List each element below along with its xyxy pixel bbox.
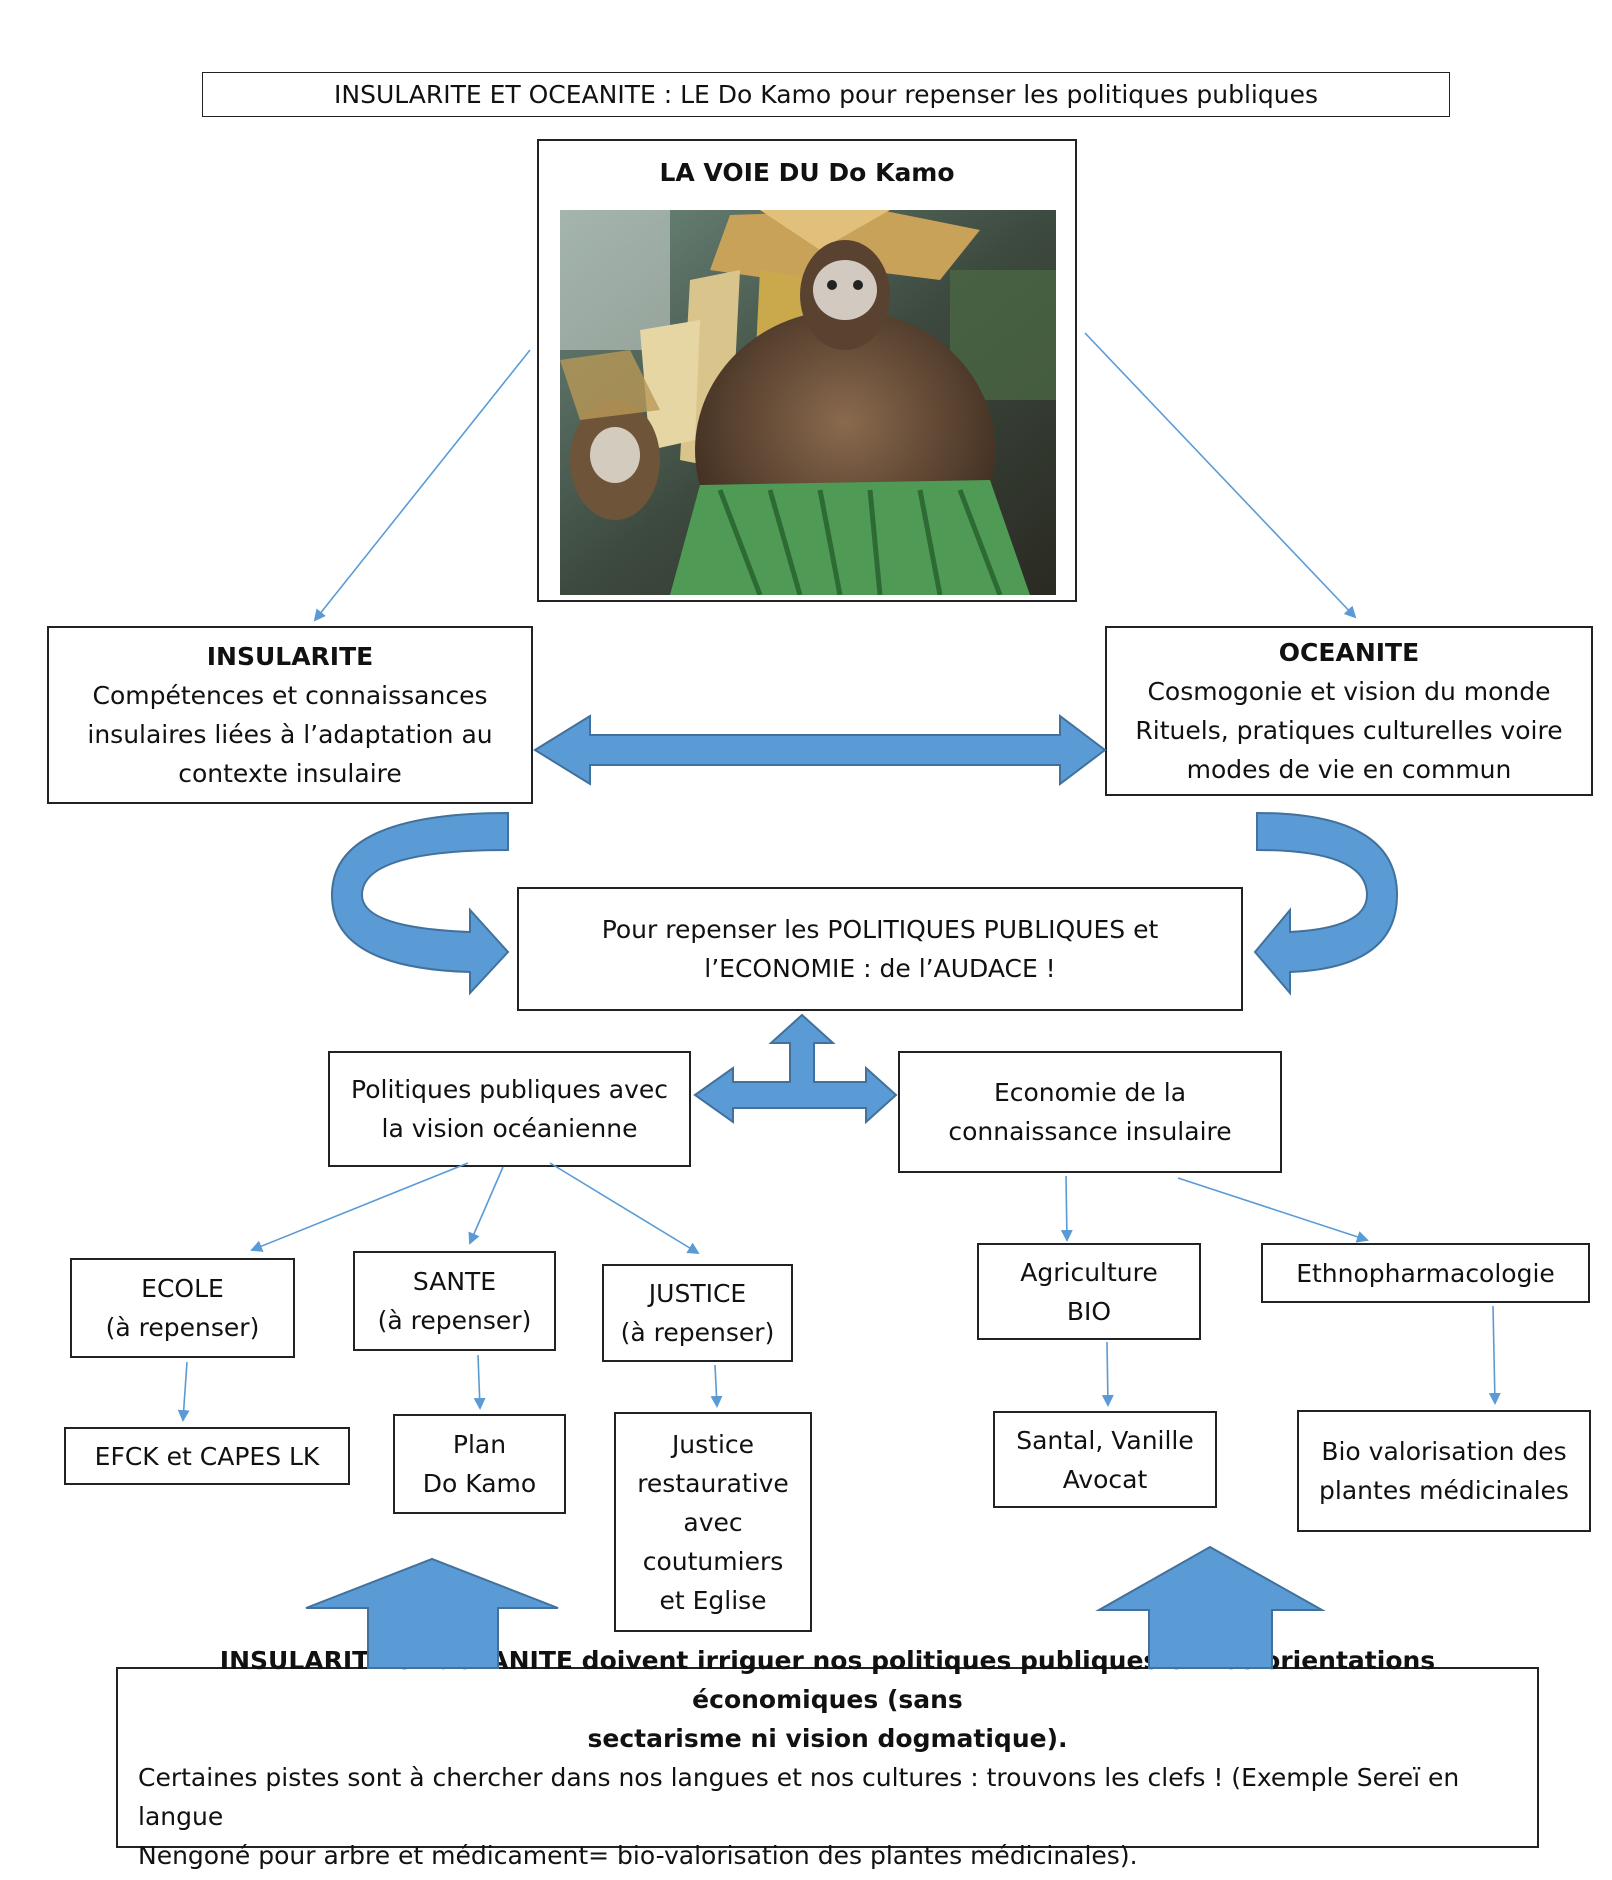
curved-arrow-left bbox=[330, 811, 510, 996]
bio-valo-box: Bio valorisation des plantes médicinales bbox=[1297, 1410, 1591, 1532]
oceanite-line: Rituels, pratiques culturelles voire bbox=[1135, 716, 1563, 745]
bottom-line: Nengoné pour arbre et médicament= bio-va… bbox=[138, 1840, 1138, 1870]
economie-line: Economie de la bbox=[993, 1078, 1187, 1107]
arrow-ethno-to-biovalo bbox=[1488, 1305, 1501, 1405]
justice-box: JUSTICE (à repenser) bbox=[602, 1264, 793, 1362]
insularite-line: contexte insulaire bbox=[178, 759, 402, 788]
agriculture-line: Agriculture bbox=[1020, 1257, 1158, 1287]
arrow-economie-to-agriculture bbox=[1060, 1175, 1073, 1242]
center-box: Pour repenser les POLITIQUES PUBLIQUES e… bbox=[517, 887, 1243, 1011]
agriculture-box: Agriculture BIO bbox=[977, 1243, 1201, 1340]
double-arrow-insularite-oceanite bbox=[533, 713, 1107, 787]
t-arrow-politiques-economie-center bbox=[693, 1013, 898, 1125]
insularite-box: INSULARITE Compétences et connaissances … bbox=[47, 626, 533, 804]
insularite-title: INSULARITE bbox=[206, 642, 374, 671]
sante-line: SANTE bbox=[412, 1267, 497, 1296]
efck-line: EFCK et CAPES LK bbox=[94, 1441, 320, 1471]
bottom-note-box: INSULARITE et OCEANITE doivent irriguer … bbox=[116, 1646, 1539, 1870]
bio-valo-line: plantes médicinales bbox=[1319, 1476, 1569, 1505]
politiques-line: Politiques publiques avec bbox=[351, 1075, 668, 1104]
arrow-economie-to-ethno bbox=[1177, 1177, 1369, 1243]
big-up-arrow-right bbox=[1095, 1545, 1326, 1669]
title: INSULARITE ET OCEANITE : LE Do Kamo pour… bbox=[334, 80, 1318, 109]
bio-valo-line: Bio valorisation des bbox=[1321, 1437, 1567, 1466]
sante-box: SANTE (à repenser) bbox=[353, 1251, 556, 1351]
efck-box: EFCK et CAPES LK bbox=[64, 1427, 350, 1485]
ecole-line: ECOLE bbox=[141, 1274, 224, 1303]
thin-arrows bbox=[177, 332, 1501, 1422]
politiques-box: Politiques publiques avec la vision océa… bbox=[328, 1051, 691, 1167]
arrow-politiques-to-ecole bbox=[250, 1162, 469, 1252]
economie-line: connaissance insulaire bbox=[948, 1117, 1232, 1146]
photo-box-title: LA VOIE DU Do Kamo bbox=[659, 158, 955, 187]
arrow-photo-to-oceanite bbox=[1084, 332, 1357, 619]
santal-box: Santal, Vanille Avocat bbox=[993, 1411, 1217, 1508]
oceanite-box: OCEANITE Cosmogonie et vision du monde R… bbox=[1105, 626, 1593, 796]
arrow-politiques-to-justice bbox=[549, 1162, 700, 1255]
oceanite-line: modes de vie en commun bbox=[1186, 755, 1512, 784]
ethno-box: Ethnopharmacologie bbox=[1261, 1243, 1590, 1303]
arrow-politiques-to-sante bbox=[468, 1166, 504, 1245]
curved-arrow-right bbox=[1253, 811, 1399, 996]
ethno-line: Ethnopharmacologie bbox=[1296, 1258, 1555, 1288]
arrow-justice-to-resto bbox=[710, 1364, 723, 1408]
arrow-ecole-to-efck bbox=[177, 1361, 190, 1422]
center-line: l’ECONOMIE : de l’AUDACE ! bbox=[704, 954, 1056, 983]
arrow-agriculture-to-santal bbox=[1101, 1341, 1114, 1407]
santal-line: Santal, Vanille bbox=[1016, 1425, 1194, 1455]
arrow-sante-to-plan bbox=[473, 1354, 486, 1410]
sante-line: (à repenser) bbox=[377, 1306, 532, 1335]
justice-resto-line: restaurative bbox=[637, 1468, 789, 1498]
bottom-line: Certaines pistes sont à chercher dans no… bbox=[138, 1762, 1460, 1831]
center-line: Pour repenser les POLITIQUES PUBLIQUES e… bbox=[601, 915, 1159, 944]
plan-line: Plan bbox=[452, 1430, 507, 1459]
justice-resto-line: avec bbox=[683, 1507, 743, 1537]
ecole-line: (à repenser) bbox=[105, 1313, 260, 1342]
dancer-photo bbox=[560, 210, 1056, 595]
big-up-arrow-left bbox=[305, 1557, 559, 1669]
justice-line: JUSTICE bbox=[648, 1279, 747, 1308]
santal-line: Avocat bbox=[1062, 1464, 1148, 1494]
insularite-line: insulaires liées à l’adaptation au bbox=[87, 720, 493, 749]
justice-resto-line: Justice bbox=[671, 1429, 755, 1459]
justice-resto-line: coutumiers bbox=[642, 1546, 784, 1576]
justice-line: (à repenser) bbox=[620, 1318, 775, 1347]
oceanite-line: Cosmogonie et vision du monde bbox=[1147, 677, 1551, 706]
plan-box: Plan Do Kamo bbox=[393, 1414, 566, 1514]
justice-resto-line: et Eglise bbox=[659, 1585, 767, 1615]
ecole-box: ECOLE (à repenser) bbox=[70, 1258, 295, 1358]
agriculture-line: BIO bbox=[1066, 1296, 1112, 1326]
oceanite-title: OCEANITE bbox=[1278, 638, 1420, 667]
arrow-photo-to-insularite bbox=[313, 349, 531, 622]
justice-resto-box: Justice restaurative avec coutumiers et … bbox=[614, 1412, 812, 1632]
economie-box: Economie de la connaissance insulaire bbox=[898, 1051, 1282, 1173]
insularite-line: Compétences et connaissances bbox=[92, 681, 488, 710]
bottom-bold-line: sectarisme ni vision dogmatique). bbox=[587, 1723, 1068, 1753]
politiques-line: la vision océanienne bbox=[381, 1114, 638, 1143]
plan-line: Do Kamo bbox=[422, 1469, 537, 1498]
title-box: INSULARITE ET OCEANITE : LE Do Kamo pour… bbox=[202, 72, 1450, 117]
